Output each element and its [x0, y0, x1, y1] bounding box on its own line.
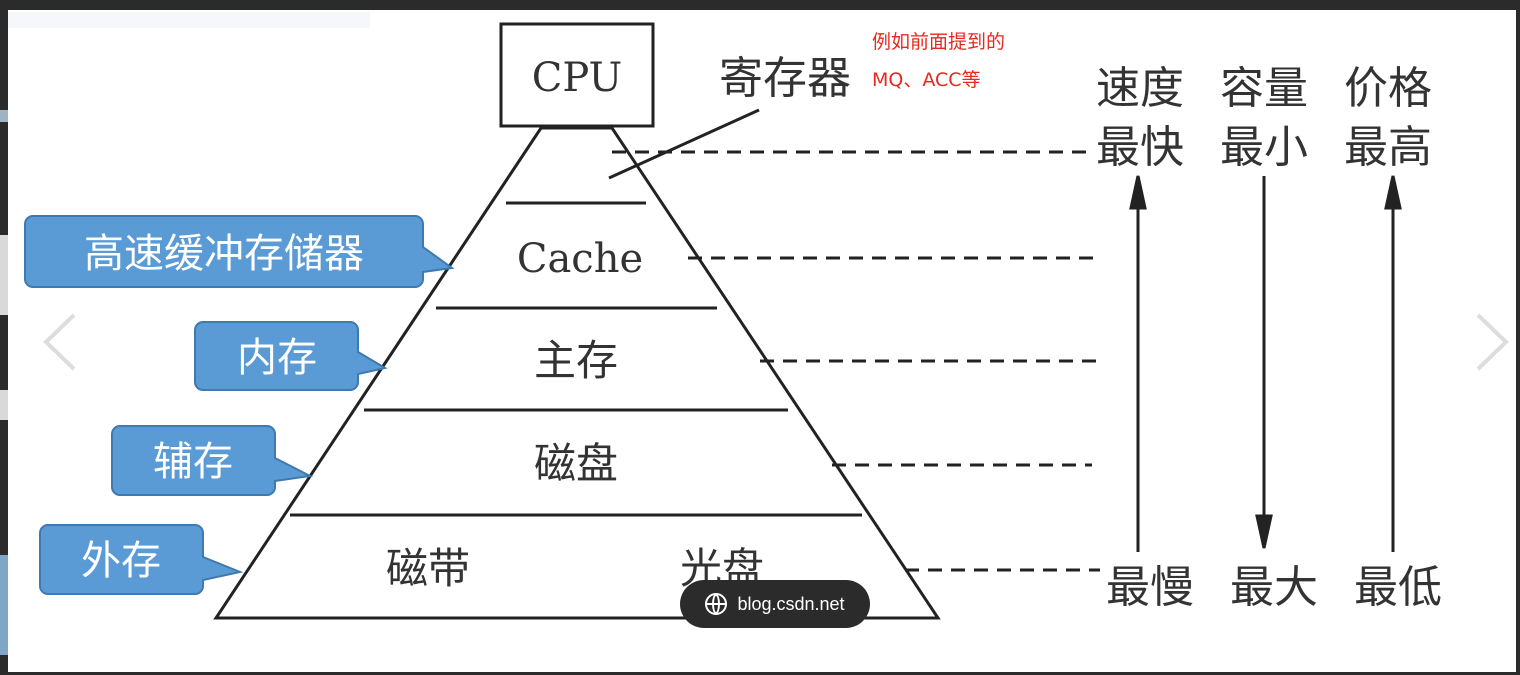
register-label: 寄存器 — [719, 53, 851, 104]
watermark-badge: blog.csdn.net — [680, 580, 870, 628]
bottom-edge — [0, 672, 1520, 675]
annotation-line-1: 例如前面提到的 — [872, 31, 1005, 53]
callout-auxiliary: 辅存 — [111, 425, 314, 496]
right-background-strip — [1516, 10, 1520, 675]
left-background-strip — [0, 10, 8, 675]
globe-icon — [705, 593, 728, 615]
metric-bottom-capacity: 最大 — [1230, 562, 1318, 613]
metric-bottom-speed: 最慢 — [1106, 562, 1194, 613]
metric-bottom-price: 最低 — [1354, 562, 1442, 613]
metric-top-price: 最高 — [1344, 122, 1432, 173]
callout-label: 内存 — [237, 335, 317, 381]
top-divider — [8, 12, 370, 28]
chevron-left-icon[interactable] — [43, 313, 76, 371]
arrow-head-icon — [1129, 175, 1147, 210]
top-bar — [0, 0, 1520, 10]
level-label-cache: Cache — [517, 236, 643, 282]
level-label-disk: 磁盘 — [534, 439, 618, 488]
level-label-tape: 磁带 — [386, 544, 470, 593]
register-pointer-line — [608, 108, 760, 180]
metric-title-price: 价格 — [1344, 63, 1432, 114]
watermark-text: blog.csdn.net — [737, 593, 845, 614]
callout-label: 外存 — [81, 538, 161, 584]
annotation-line-2: MQ、ACC等 — [872, 69, 981, 91]
metric-title-capacity: 容量 — [1220, 63, 1308, 114]
arrow-head-icon — [1384, 175, 1402, 210]
callout-external: 外存 — [39, 524, 244, 595]
level-label-main-memory: 主存 — [534, 336, 618, 385]
callout-label: 高速缓冲存储器 — [84, 231, 364, 277]
metric-top-speed: 最快 — [1096, 122, 1184, 173]
metric-title-speed: 速度 — [1096, 63, 1184, 114]
chevron-right-icon[interactable] — [1476, 313, 1509, 371]
cpu-box — [499, 22, 655, 128]
pyramid — [213, 126, 941, 620]
metric-top-capacity: 最小 — [1220, 122, 1308, 173]
arrow-head-icon — [1255, 514, 1273, 549]
callout-memory: 内存 — [194, 321, 388, 391]
cpu-label: CPU — [532, 55, 623, 101]
callout-label: 辅存 — [153, 439, 233, 485]
callout-cache: 高速缓冲存储器 — [24, 215, 455, 288]
